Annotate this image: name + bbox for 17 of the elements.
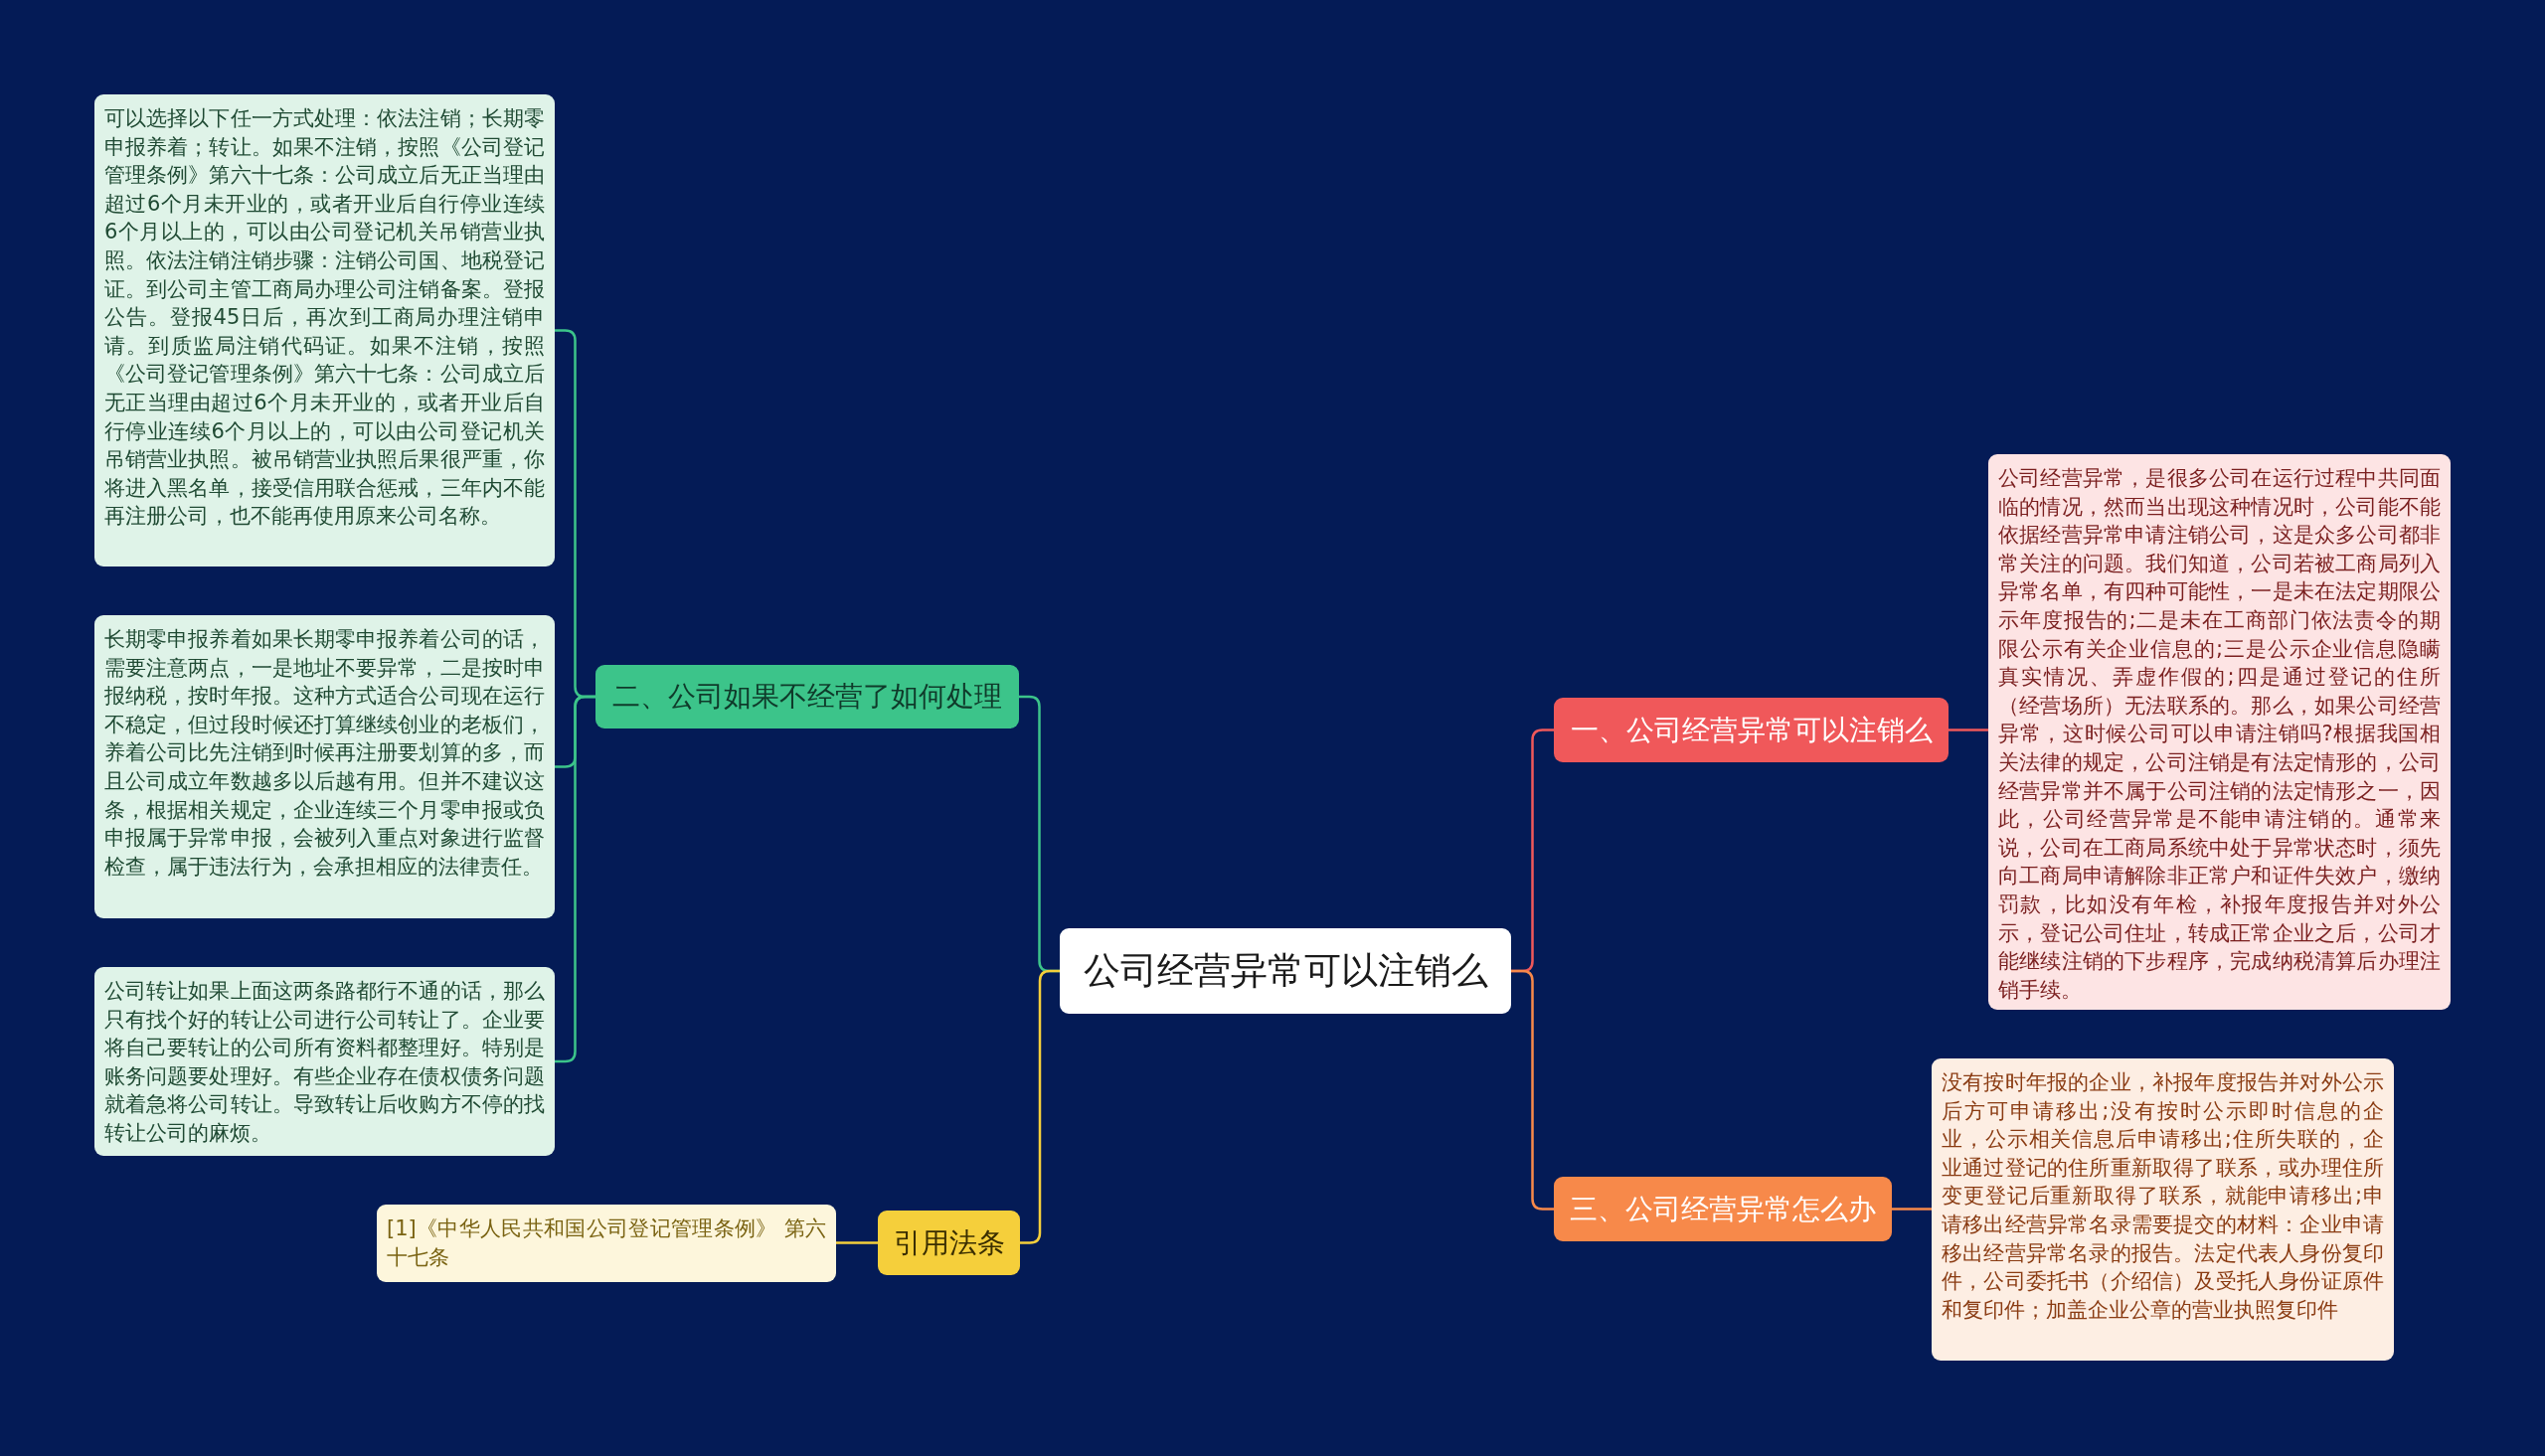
text-card: 没有按时年报的企业，补报年度报告并对外公示后方可申请移出;没有按时公示即时信息的企业，公示相关信息后申请移出;住所失联的，企业通过登记的住所重新取得了联系，或办理住所变更登记后重新取得了联系，就能申请移出;申请移出经营异常名录需要提交的材料：企业申请移出经营异常名录的报告。法定代表人身份复印件，公司委托书（介绍信）及受托人身份证原件和复印件；加盖企业公章的营业执照复印件 (1932, 1058, 2394, 1361)
topic-box: 三、公司经营异常怎么办 (1554, 1177, 1892, 1241)
text-card: [1]《中华人民共和国公司登记管理条例》 第六十七条 (377, 1205, 836, 1282)
connector-line (1511, 969, 1554, 1211)
text-card: 公司经营异常，是很多公司在运行过程中共同面临的情况，然而当出现这种情况时，公司能不能依据经营异常申请注销公司，这是众多公司都非常关注的问题。我们知道，公司若被工商局列入异常名单，有四种可能性，一是未在法定期限公示年度报告的;二是未在工商部门依法责令的期限公示有关企业信息的;三是公示企业信息隐瞒真实情况、弄虚作假的;四是通过登记的住所（经营场所）无法联系的。那么，如果公司经营异常，这时候公司可以申请注销吗?根据我国相关法律的规定，公司注销是有法定情形的，公司经营异常并不属于公司注销的法定情形之一，因此，公司经营异常是不能申请注销的。通常来说，公司在工商局系统中处于异常状态时，须先向工商局申请解除非正常户和证件失效户，缴纳罚款，比如没有年检，补报年度报告并对外公示，登记公司住址，转成正常企业之后，公司才能继续注销的下步程序，完成纳税清算后办理注销手续。 (1988, 454, 2451, 1010)
text-card: 公司转让如果上面这两条路都行不通的话，那么只有找个好的转让公司进行公司转让了。企业要将自己要转让的公司所有资料都整理好。特别是账务问题要处理好。有些企业存在债权债务问题就着急将公司转让。导致转让后收购方不停的找转让公司的麻烦。 (94, 967, 555, 1156)
connector-line (1020, 969, 1060, 1244)
topic-box: 一、公司经营异常可以注销么 (1554, 698, 1949, 762)
connector-line (1892, 1208, 1932, 1211)
text-card: 长期零申报养着如果长期零申报养着公司的话，需要注意两点，一是地址不要异常，二是按时申报纳税，按时年报。这种方式适合公司现在运行不稳定，但过段时候还打算继续创业的老板们，养着公司比先注销到时候再注册要划算的多，而且公司成立年数越多以后越有用。但并不建议这条，根据相关规定，企业连续三个月零申报或负申报属于异常申报，会被列入重点对象进行监督检查，属于违法行为，会承担相应的法律责任。 (94, 615, 555, 918)
topic-box: 引用法条 (878, 1211, 1020, 1275)
connector-line (1949, 728, 1988, 731)
text-card: 可以选择以下任一方式处理：依法注销；长期零申报养着；转让。如果不注销，按照《公司登记管理条例》第六十七条：公司成立后无正当理由超过6个月未开业的，或者开业后自行停业连续6个月以上的，可以由公司登记机关吊销营业执照。依法注销注销步骤：注销公司国、地税登记证。到公司主管工商局办理公司注销备案。登报公告。登报45日后，再次到工商局办理注销申请。到质监局注销代码证。如果不注销，按照《公司登记管理条例》第六十七条：公司成立后无正当理由超过6个月未开业的，或者开业后自行停业连续6个月以上的，可以由公司登记机关吊销营业执照。被吊销营业执照后果很严重，你将进入黑名单，接受信用联合惩戒，三年内不能再注册公司，也不能再使用原来公司名称。 (94, 94, 555, 566)
topic-box: 二、公司如果不经营了如何处理 (595, 665, 1019, 728)
central-topic-box: 公司经营异常可以注销么 (1060, 928, 1511, 1014)
connector-line (555, 695, 595, 1063)
connector-line (836, 1241, 878, 1244)
